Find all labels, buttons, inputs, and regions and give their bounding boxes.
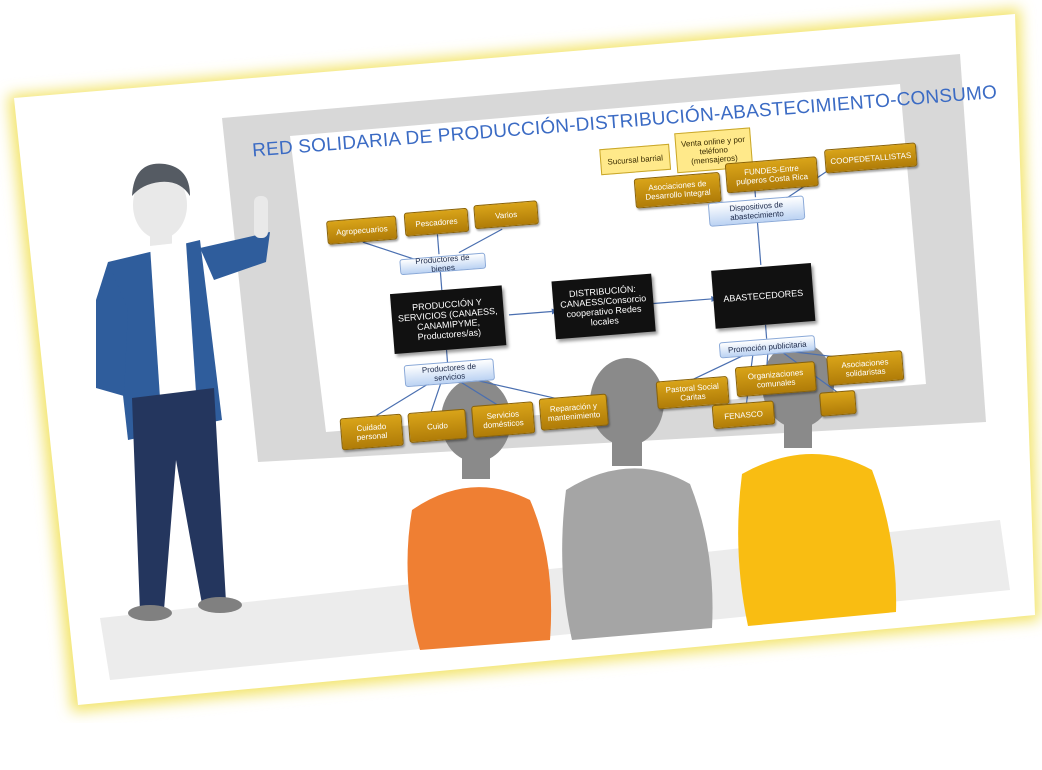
node-reparacion: Reparación y mantenimiento [538,393,609,431]
node-cuidado-personal: Cuidado personal [339,413,404,451]
node-fenasco: FENASCO [711,400,776,430]
node-produccion-servicios: PRODUCCIÓN Y SERVICIOS (CANAESS, CANAMIP… [389,285,507,354]
illustration-card: RED SOLIDARIA DE PRODUCCIÓN-DISTRIBUCIÓN… [8,8,1040,712]
node-abastecedores: ABASTECEDORES [711,263,816,329]
node-servicios-domesticos: Servicios domésticos [471,401,536,439]
node-varios: Varios [473,200,539,230]
audience-member-gray [562,468,713,640]
node-unlabeled [819,389,857,417]
audience-member-yellow [738,453,897,626]
node-pescadores: Pescadores [403,207,470,237]
node-distribucion: DISTRIBUCIÓN: CANAESS/Consorcio cooperat… [551,273,656,340]
node-cuido: Cuido [407,408,468,444]
node-asociaciones-solidaristas: Asociaciones solidaristas [826,350,905,387]
audience-member-orange [407,487,552,650]
presenter-figure [96,163,270,621]
node-sucursal-barrial: Sucursal barrial [599,143,672,176]
node-organizaciones-comunales: Organizaciones comunales [734,361,817,398]
